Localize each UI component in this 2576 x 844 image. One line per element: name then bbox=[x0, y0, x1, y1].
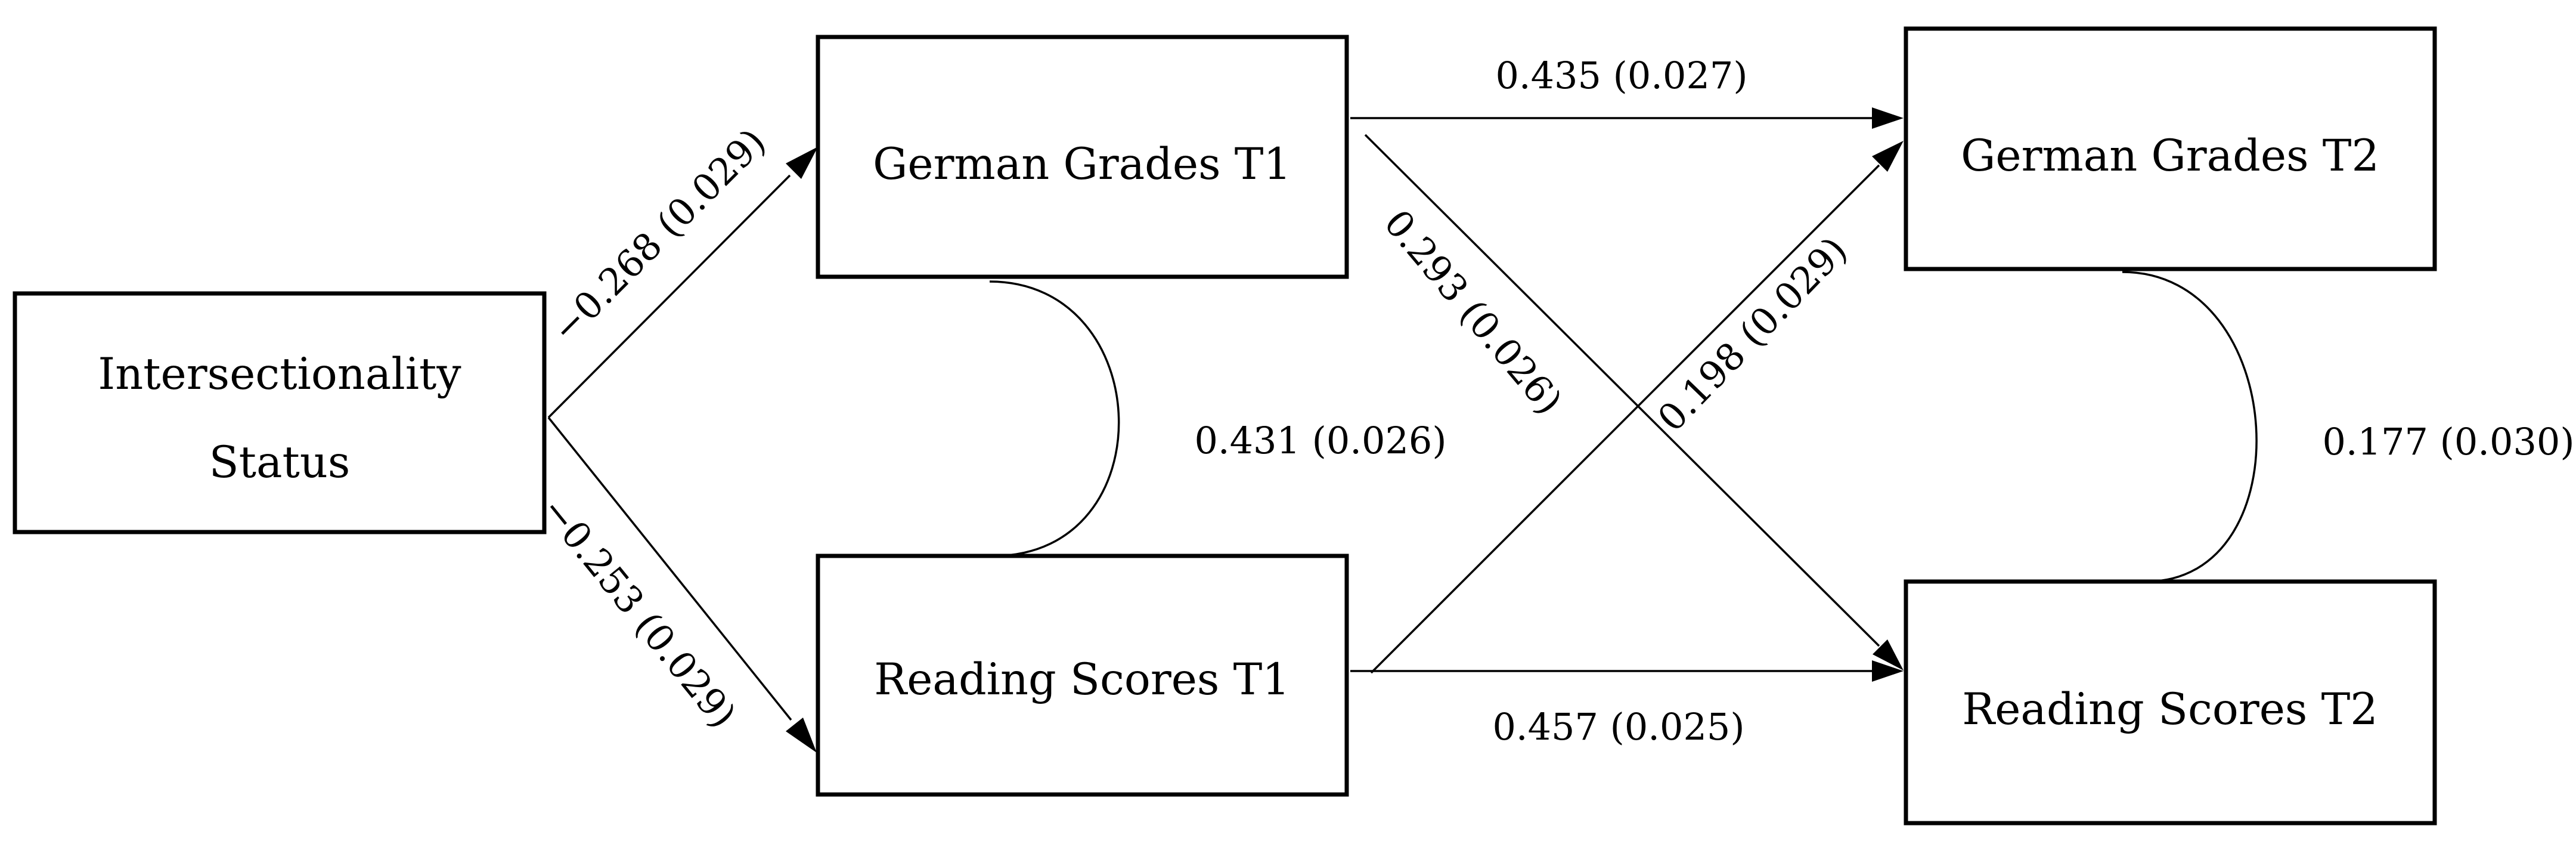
coefficient-intersect-german-t1: −0.268 (0.029) bbox=[543, 120, 774, 351]
path-arrows bbox=[547, 107, 1904, 753]
covariance-label-t1: 0.431 (0.026) bbox=[1194, 419, 1446, 462]
arrowhead bbox=[1872, 660, 1904, 682]
covariance-arc-t2 bbox=[2122, 271, 2258, 583]
arrow-german-t1-to-reading-t2 bbox=[1364, 134, 1880, 647]
node-label: Reading Scores T1 bbox=[874, 654, 1289, 705]
coefficient-reading-t1-reading-t2: 0.457 (0.025) bbox=[1492, 705, 1744, 749]
node-label-line2: Status bbox=[209, 437, 351, 488]
covariance-label-t2: 0.177 (0.030) bbox=[2322, 420, 2574, 463]
node-reading-scores-t1: Reading Scores T1 bbox=[816, 554, 1349, 797]
coefficient-german-t1-german-t2: 0.435 (0.027) bbox=[1495, 54, 1747, 97]
node-german-grades-t2: German Grades T2 bbox=[1904, 26, 2437, 271]
arrowhead bbox=[1872, 107, 1904, 129]
arrow-intersect-to-german-t1 bbox=[547, 174, 791, 419]
node-reading-scores-t2: Reading Scores T2 bbox=[1904, 579, 2437, 826]
arrow-intersect-to-reading-t1 bbox=[547, 416, 792, 721]
node-german-grades-t1: German Grades T1 bbox=[816, 35, 1349, 279]
coefficient-reading-t1-german-t2: 0.198 (0.029) bbox=[1649, 228, 1855, 440]
node-label-line1: Intersectionality bbox=[98, 349, 461, 400]
node-label: German Grades T1 bbox=[873, 139, 1291, 190]
arrowhead bbox=[1872, 141, 1904, 172]
arrowhead bbox=[786, 718, 817, 753]
coefficient-intersect-reading-t1: −0.253 (0.029) bbox=[533, 489, 745, 736]
arrowhead bbox=[1873, 639, 1904, 670]
node-intersectionality-status: Intersectionality Status bbox=[13, 291, 547, 534]
coefficient-german-t1-reading-t2: 0.293 (0.026) bbox=[1376, 202, 1571, 423]
arrow-reading-t1-to-german-t2 bbox=[1370, 164, 1880, 674]
node-label: German Grades T2 bbox=[1961, 131, 2379, 181]
node-label: Reading Scores T2 bbox=[1962, 684, 2377, 735]
covariance-arc-t1 bbox=[989, 280, 1120, 557]
arrowhead bbox=[786, 147, 818, 179]
